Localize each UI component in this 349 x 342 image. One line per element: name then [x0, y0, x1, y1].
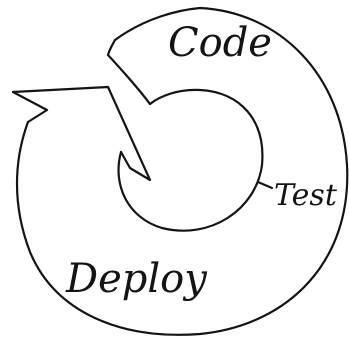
cycle-outer-edge: [15, 6, 349, 336]
stage-label-deploy: Deploy: [65, 256, 208, 302]
stage-label-code: Code: [168, 20, 272, 66]
cycle-inner-edge: [117, 88, 264, 232]
cycle-arrowhead: [11, 85, 152, 182]
test-pointer-line: [256, 180, 274, 190]
stage-label-test: Test: [274, 178, 338, 213]
cycle-tail-notch: [106, 38, 152, 106]
